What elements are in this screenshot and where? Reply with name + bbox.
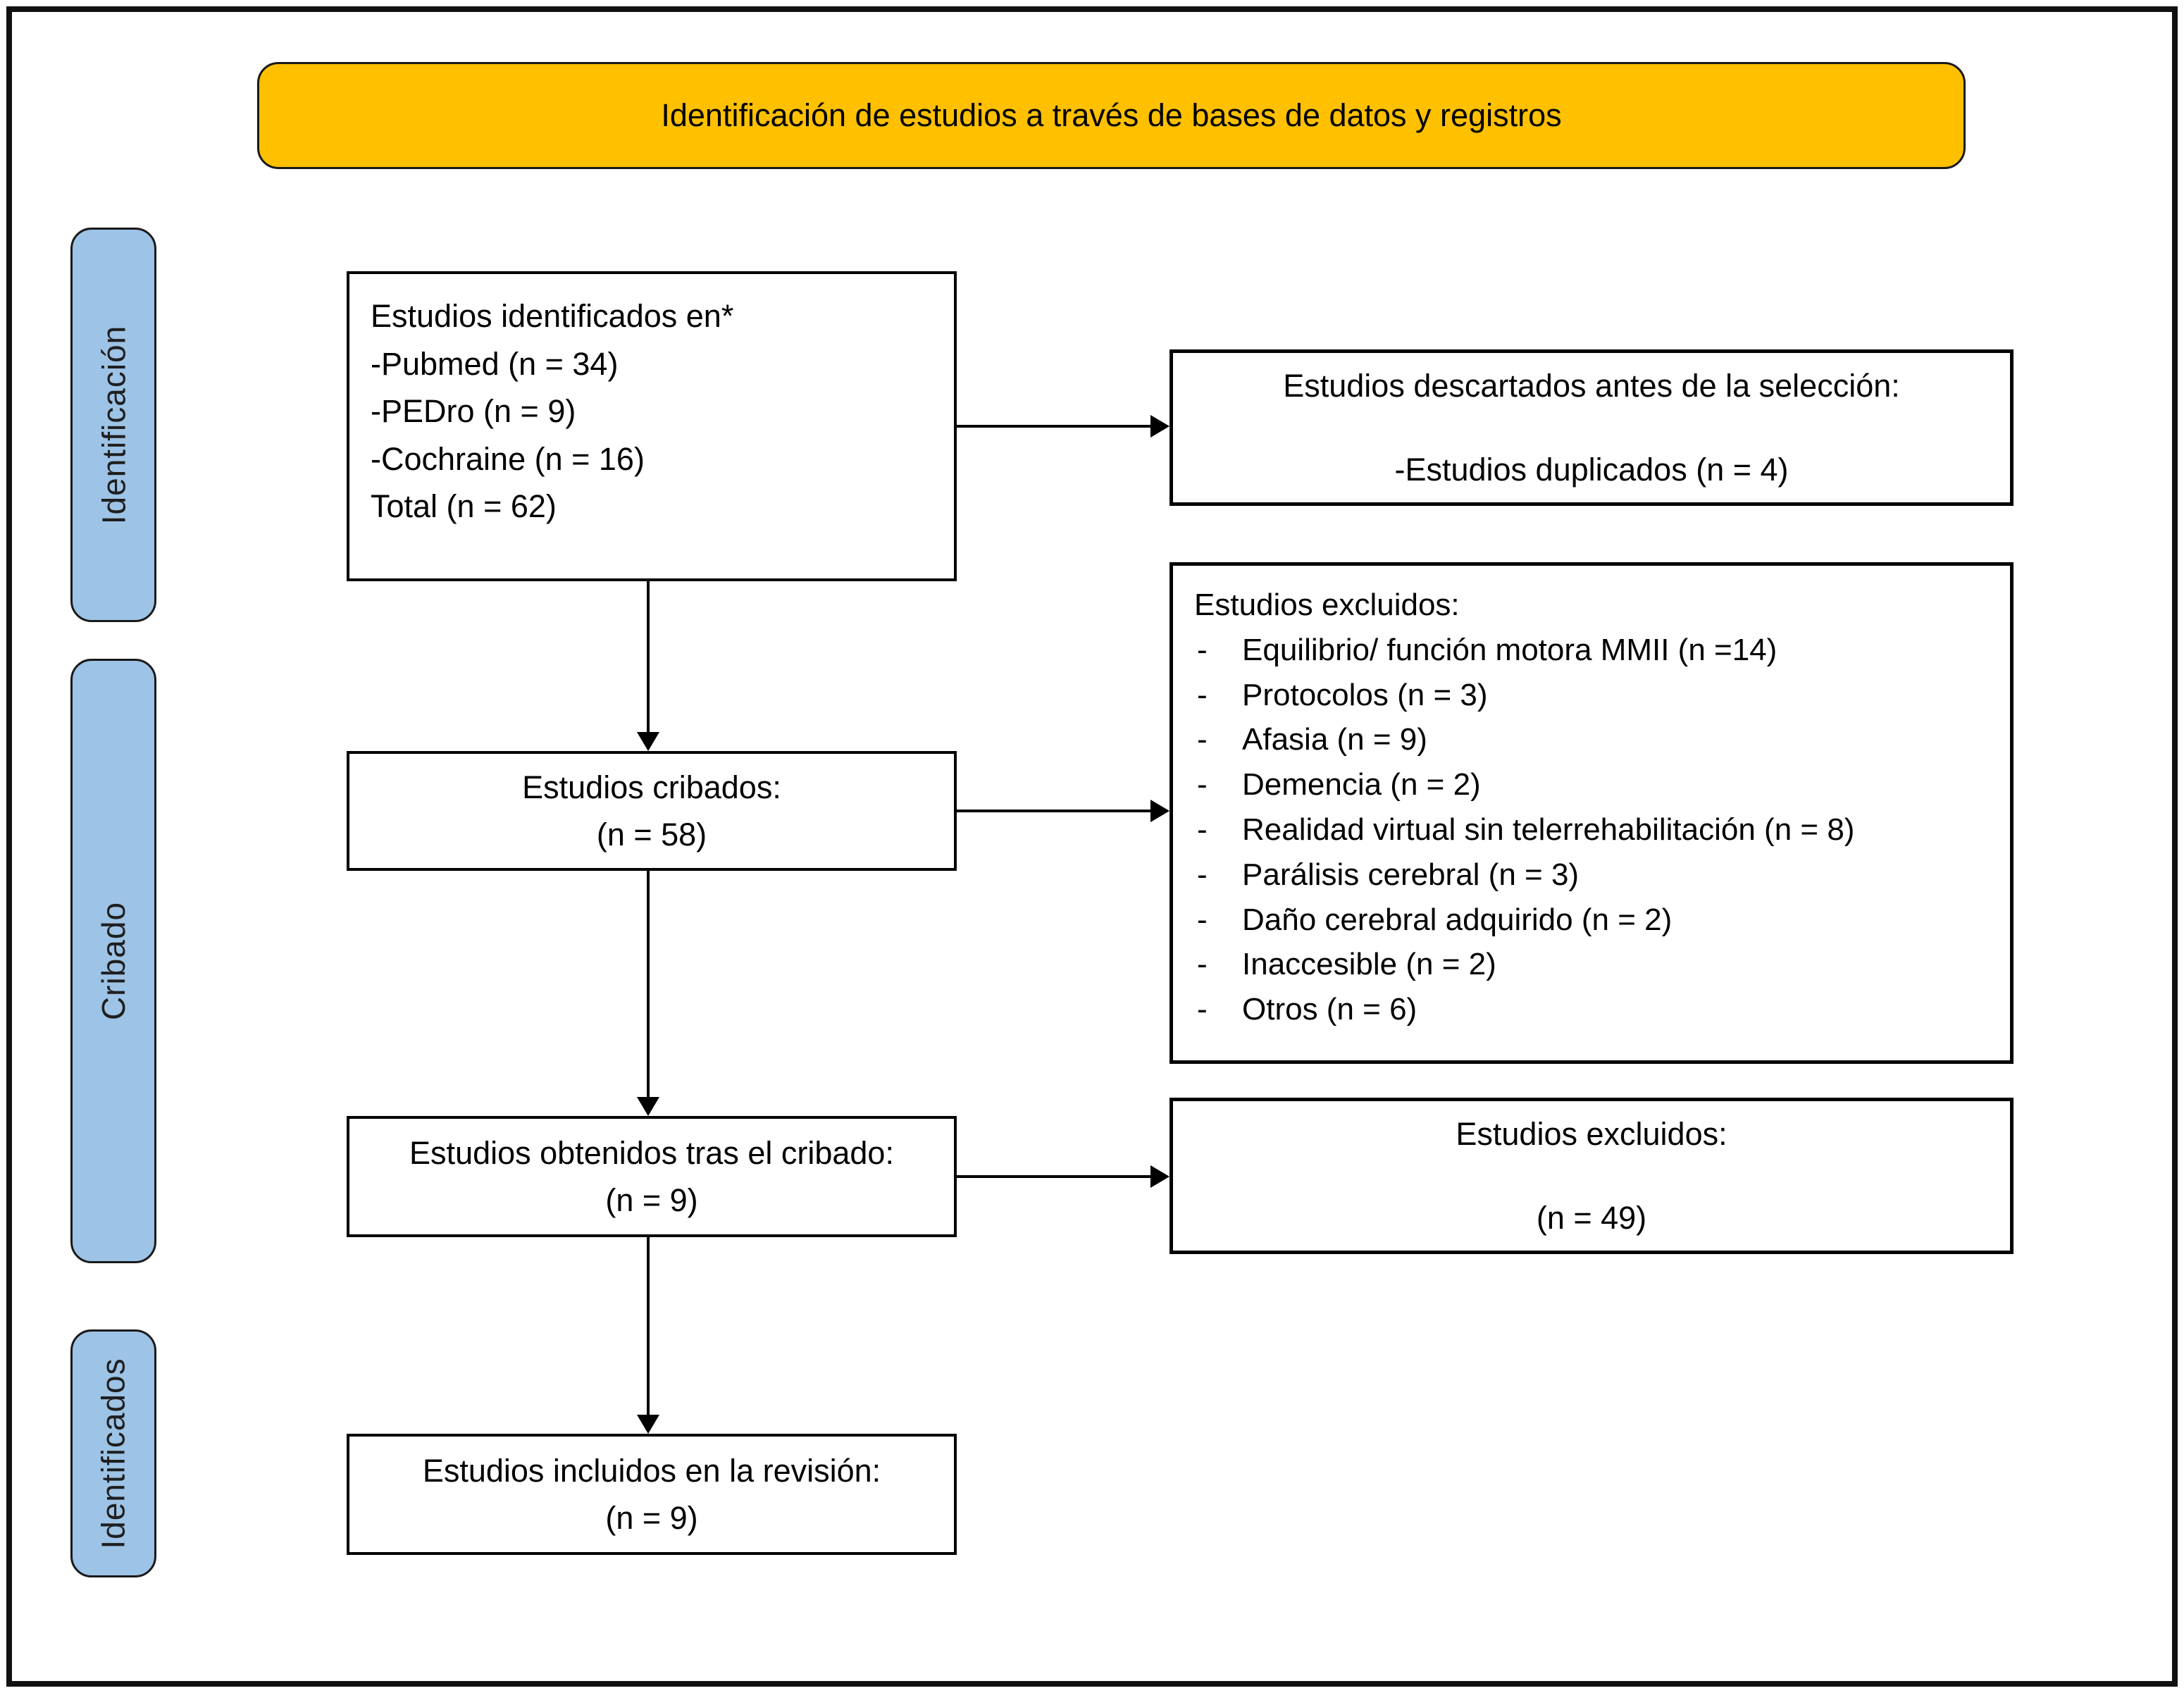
box-exclusion-reasons: Estudios excluidos: - Equilibrio/ funció…	[1169, 562, 2014, 1064]
bullet-dash: -	[1197, 767, 1208, 802]
exclusion-reason-item: - Afasia (n = 9)	[1194, 717, 2004, 762]
arrow-screened-to-reasons-head	[1150, 800, 1169, 822]
stage-identificados: Identificados	[70, 1329, 156, 1577]
arrow-retrieved-to-excluded-head	[1150, 1165, 1169, 1188]
box-studies-identified: Estudios identificados en* -Pubmed (n = …	[347, 271, 957, 581]
arrow-identified-to-discarded-line	[957, 425, 1153, 428]
arrow-identified-to-screened-line	[647, 581, 650, 733]
exclusion-reason-item: - Daño cerebral adquirido (n = 2)	[1194, 898, 2004, 943]
discarded-line1: Estudios descartados antes de la selecci…	[1283, 367, 1900, 404]
identified-line: -Pubmed (n = 34)	[371, 345, 619, 382]
exclusion-reason-text: Otros (n = 6)	[1242, 992, 1417, 1027]
box-studies-included: Estudios incluidos en la revisión: (n = …	[347, 1434, 957, 1555]
excluded-line1: Estudios excluidos:	[1456, 1115, 1727, 1152]
exclusion-reason-item: - Parálisis cerebral (n = 3)	[1194, 852, 2004, 898]
box-studies-screened: Estudios cribados: (n = 58)	[347, 751, 957, 871]
included-line2: (n = 9)	[605, 1500, 698, 1536]
arrow-identified-to-discarded-head	[1150, 415, 1169, 438]
arrow-screened-to-retrieved-line	[647, 871, 650, 1099]
retrieved-line1: Estudios obtenidos tras el cribado:	[409, 1134, 894, 1171]
stage-identificados-label: Identificados	[95, 1358, 132, 1549]
exclusion-reason-text: Realidad virtual sin telerrehabilitación…	[1242, 812, 1855, 847]
bullet-dash: -	[1197, 857, 1208, 892]
exclusion-reason-item: - Otros (n = 6)	[1194, 987, 2004, 1032]
included-line1: Estudios incluidos en la revisión:	[422, 1452, 881, 1489]
stage-identificacion-label: Identificación	[95, 325, 132, 525]
box-studies-excluded: Estudios excluidos: (n = 49)	[1169, 1098, 2014, 1254]
exclusion-reason-text: Equilibrio/ función motora MMII (n =14)	[1242, 632, 1777, 667]
exclusion-reason-text: Inaccesible (n = 2)	[1242, 947, 1496, 982]
exclusion-reason-text: Demencia (n = 2)	[1242, 767, 1481, 802]
arrow-screened-to-retrieved-head	[637, 1097, 659, 1116]
outer-border	[6, 6, 2178, 1687]
exclusion-reason-text: Afasia (n = 9)	[1242, 722, 1427, 757]
box-studies-retrieved: Estudios obtenidos tras el cribado: (n =…	[347, 1116, 957, 1237]
exclusion-reason-text: Parálisis cerebral (n = 3)	[1242, 857, 1580, 892]
screened-line2: (n = 58)	[596, 817, 707, 852]
identified-line: Estudios identificados en*	[371, 298, 734, 334]
bullet-dash: -	[1197, 992, 1208, 1027]
screened-line1: Estudios cribados:	[522, 769, 781, 805]
arrow-screened-to-reasons-line	[957, 810, 1153, 812]
bullet-dash: -	[1197, 812, 1208, 847]
stage-cribado: Cribado	[70, 659, 156, 1263]
bullet-dash: -	[1197, 677, 1208, 712]
exclusion-reason-item: - Protocolos (n = 3)	[1194, 673, 2004, 718]
exclusion-reasons-title: Estudios excluidos:	[1194, 588, 1460, 622]
identified-line: Total (n = 62)	[371, 488, 557, 524]
exclusion-reason-item: - Inaccesible (n = 2)	[1194, 942, 2004, 987]
arrow-retrieved-to-excluded-line	[957, 1175, 1153, 1178]
bullet-dash: -	[1197, 902, 1208, 937]
arrow-retrieved-to-included-line	[647, 1237, 650, 1416]
bullet-dash: -	[1197, 947, 1208, 982]
exclusion-reason-text: Daño cerebral adquirido (n = 2)	[1242, 902, 1673, 937]
identified-line: -PEDro (n = 9)	[371, 393, 576, 429]
banner-title-text: Identificación de estudios a través de b…	[661, 97, 1562, 133]
exclusion-reason-item: - Equilibrio/ función motora MMII (n =14…	[1194, 628, 2004, 673]
identified-line: -Cochraine (n = 16)	[371, 440, 645, 477]
excluded-line2: (n = 49)	[1536, 1200, 1647, 1236]
stage-cribado-label: Cribado	[95, 901, 132, 1021]
bullet-dash: -	[1197, 632, 1208, 667]
exclusion-reason-item: - Realidad virtual sin telerrehabilitaci…	[1194, 807, 2004, 852]
exclusion-reason-item: - Demencia (n = 2)	[1194, 762, 2004, 807]
retrieved-line2: (n = 9)	[605, 1182, 698, 1218]
box-studies-discarded: Estudios descartados antes de la selecci…	[1169, 349, 2014, 506]
banner-title: Identificación de estudios a través de b…	[257, 62, 1966, 169]
stage-identificacion: Identificación	[70, 228, 156, 622]
bullet-dash: -	[1197, 722, 1208, 757]
arrow-identified-to-screened-head	[637, 732, 659, 751]
exclusion-reason-text: Protocolos (n = 3)	[1242, 677, 1488, 712]
discarded-line2: -Estudios duplicados (n = 4)	[1394, 452, 1789, 488]
arrow-retrieved-to-included-head	[637, 1415, 659, 1434]
